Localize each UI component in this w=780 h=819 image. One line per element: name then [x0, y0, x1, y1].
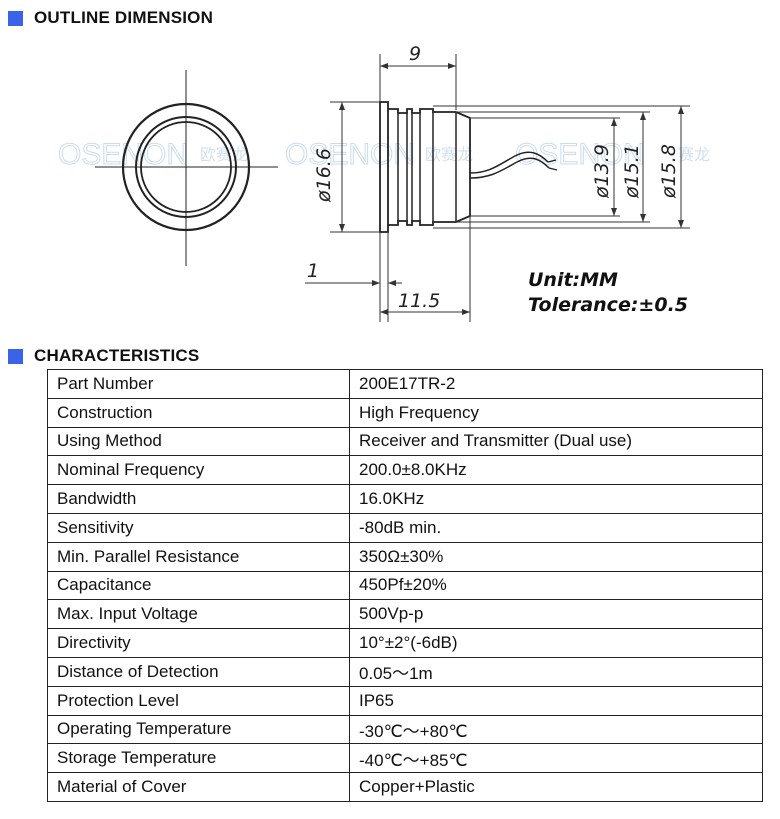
table-row: Operating Temperature-30℃～+80℃: [47, 714, 763, 745]
row-label: Operating Temperature: [47, 714, 350, 745]
front-view: [95, 70, 278, 266]
row-label: Distance of Detection: [47, 656, 350, 687]
row-label: Sensitivity: [47, 512, 350, 543]
table-row: Sensitivity-80dB min.: [47, 512, 763, 543]
dim-label-diameter-3: ø15.8: [658, 144, 680, 199]
dim-label-diameter-2: ø15.1: [621, 144, 643, 199]
row-value: -40℃～+85℃: [349, 743, 763, 774]
watermark-text-cn: 赛龙: [678, 145, 710, 164]
row-label: Nominal Frequency: [47, 455, 350, 486]
dim-label-diameter-1: ø13.9: [591, 144, 613, 199]
table-row: Storage Temperature-40℃～+85℃: [47, 743, 763, 774]
dim-label-flange: 1: [307, 260, 319, 282]
row-label: Using Method: [47, 426, 350, 457]
section-title: OUTLINE DIMENSION: [34, 8, 214, 27]
dim-label-length: 11.5: [398, 290, 440, 312]
row-value: Receiver and Transmitter (Dual use): [349, 426, 763, 457]
row-value: 200.0±8.0KHz: [349, 455, 763, 486]
watermark-text-cn: 欧赛龙: [200, 145, 248, 164]
tolerance-note: Tolerance:±0.5: [528, 294, 688, 316]
dim-label-diameter-body: ø16.6: [313, 148, 335, 203]
row-value: 0.05～1m: [349, 656, 763, 687]
row-value: -30℃～+80℃: [349, 714, 763, 745]
row-label: Directivity: [47, 628, 350, 658]
row-value: Copper+Plastic: [349, 772, 763, 802]
section-heading-outline: OUTLINE DIMENSION: [8, 8, 213, 28]
row-label: Protection Level: [47, 685, 350, 716]
row-value: High Frequency: [349, 397, 763, 428]
unit-note: Unit:MM: [528, 269, 618, 291]
row-value: 500Vp-p: [349, 599, 763, 630]
dimension-lines: [305, 54, 690, 322]
row-label: Bandwidth: [47, 484, 350, 514]
row-label: Material of Cover: [47, 772, 350, 802]
row-value: -80dB min.: [349, 512, 763, 543]
row-value: 450Pf±20%: [349, 570, 763, 601]
row-value: IP65: [349, 685, 763, 716]
section-title: CHARACTERISTICS: [34, 346, 200, 365]
row-label: Construction: [47, 397, 350, 428]
watermark-text: OSENON: [285, 138, 415, 171]
section-marker-icon: [8, 10, 23, 26]
row-label: Min. Parallel Resistance: [47, 541, 350, 572]
section-heading-characteristics: CHARACTERISTICS: [8, 346, 199, 366]
row-label: Storage Temperature: [47, 743, 350, 774]
row-label: Capacitance: [47, 570, 350, 601]
row-label: Max. Input Voltage: [47, 599, 350, 630]
section-marker-icon: [8, 348, 23, 364]
row-label: Part Number: [47, 369, 350, 399]
outline-drawing: OSENON 欧赛龙 OSENON 欧赛龙 OSENON 赛龙: [58, 43, 710, 322]
side-view: [379, 101, 558, 233]
row-value: 16.0KHz: [349, 484, 763, 514]
row-value: 350Ω±30%: [349, 541, 763, 572]
watermark-text-cn: 欧赛龙: [425, 145, 473, 164]
row-value: 200E17TR-2: [349, 369, 763, 399]
row-value: 10°±2°(-6dB): [349, 628, 763, 658]
dim-label-width: 9: [409, 43, 421, 65]
